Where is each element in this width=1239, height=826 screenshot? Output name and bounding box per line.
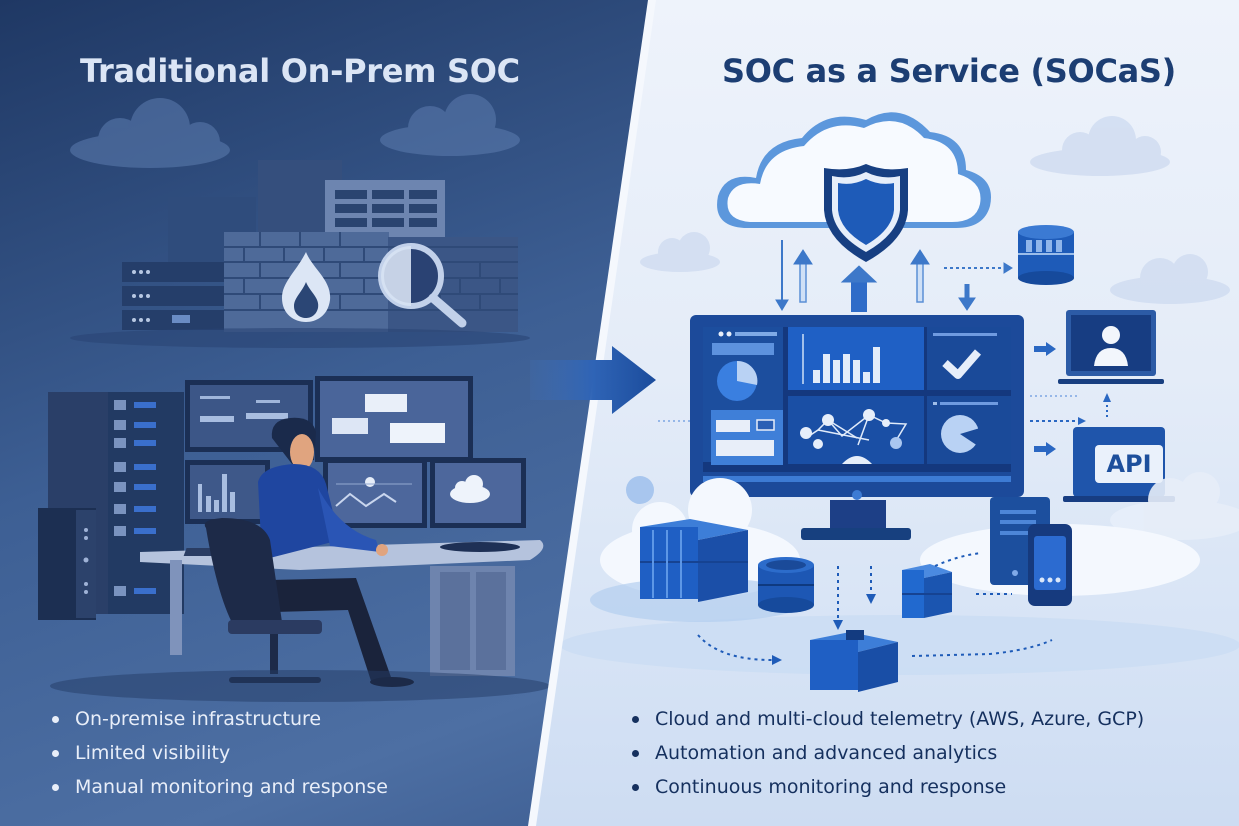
bullet-item: On-premise infrastructure [52,702,388,736]
api-label: API [1095,445,1163,483]
analyst-person-icon [258,417,414,687]
flame-icon [282,252,331,322]
cloud-shield-icon [717,112,991,262]
server-rack-icon [122,262,227,330]
left-bullet-list: On-premise infrastructure Limited visibi… [52,702,388,804]
bullet-item: Limited visibility [52,736,388,770]
monitor-icon [323,458,526,528]
cloud-icon [640,116,1230,304]
bullet-dot-icon [632,749,639,757]
bullet-dot-icon [632,715,639,723]
right-panel-title: SOC as a Service (SOCaS) [722,52,1176,90]
magnifier-icon [378,243,467,328]
hub-box-icon [810,630,898,692]
database-icon [1018,225,1074,285]
left-panel-title: Traditional On-Prem SOC [80,52,520,90]
data-flow-arrows [775,240,1013,312]
user-laptop-icon [1058,310,1164,384]
bullet-item: Automation and advanced analytics [632,736,1144,770]
database-icon [758,557,814,613]
bullet-item: Continuous monitoring and response [632,770,1144,804]
monitor-icon [185,460,270,524]
bullet-text: Limited visibility [75,742,231,764]
cloud-icon [1110,472,1239,540]
bullet-text: Cloud and multi-cloud telemetry (AWS, Az… [655,708,1145,730]
bullet-text: Automation and advanced analytics [655,742,998,764]
bullet-dot-icon [52,715,59,723]
bullet-text: Continuous monitoring and response [655,776,1007,798]
storage-box-icon [902,564,952,618]
bullet-text: Manual monitoring and response [75,776,388,798]
bullet-item: Cloud and multi-cloud telemetry (AWS, Az… [632,702,1144,736]
desk-icon [140,540,544,676]
monitor-icon [185,376,473,462]
data-flow-arrows [658,342,1111,456]
dashboard-monitor-icon [690,315,1024,540]
bullet-dot-icon [52,749,59,757]
cloud-icon [70,94,520,168]
bullet-text: On-premise infrastructure [75,708,322,730]
mobile-phone-icon [1028,524,1072,606]
bullet-dot-icon [632,783,639,791]
right-bullet-list: Cloud and multi-cloud telemetry (AWS, Az… [632,702,1144,804]
bullet-dot-icon [52,783,59,791]
data-flow-arrows [697,552,1053,661]
bullet-item: Manual monitoring and response [52,770,388,804]
